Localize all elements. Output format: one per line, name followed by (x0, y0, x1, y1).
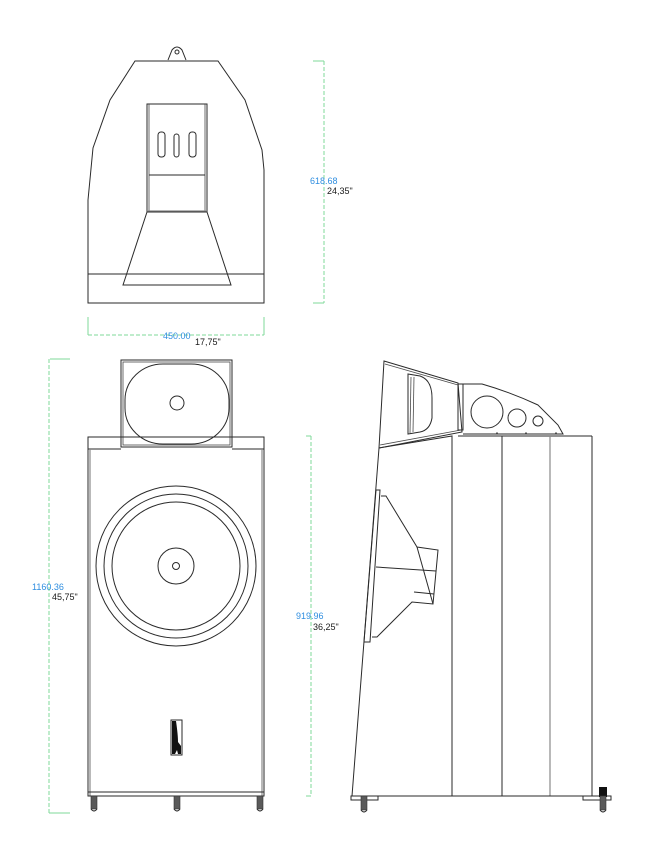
top-depth-mm: 618.68 (310, 176, 338, 186)
side-foot-left (360, 795, 368, 811)
side-horn-mouth (407, 373, 433, 435)
foot-left (90, 795, 98, 810)
slot-2 (173, 133, 180, 158)
side-terminal-block (599, 787, 607, 797)
top-body-outline (87, 60, 265, 304)
horn-box-inner (122, 361, 231, 446)
mounting-lug (167, 46, 187, 61)
side-port-medium (507, 408, 527, 428)
side-horn-flange (457, 383, 464, 431)
side-top-panel (462, 383, 564, 435)
side-woofer-basket (372, 495, 439, 638)
side-horn-mouth-edge-2 (412, 376, 415, 433)
woofer-surround (103, 493, 249, 639)
side-foot-left-tip (360, 809, 368, 813)
horn-box-outer (120, 359, 233, 448)
front-height-dimension: 1160.36 45,75" (32, 358, 78, 814)
tweeter-box (146, 103, 208, 213)
top-width-dimension: 450.00 17,75" (87, 317, 265, 347)
side-foot-right (599, 795, 607, 811)
slot-1 (157, 131, 166, 158)
cabinet-height-dimension: 919.96 36,25" (296, 435, 339, 797)
cabinet-height-mm: 919.96 (296, 611, 324, 621)
side-woofer-magnet-line (413, 591, 435, 595)
side-horn-bottom-inner (379, 429, 462, 446)
side-woofer-magnet-front (416, 546, 434, 605)
woofer-dustcap (157, 547, 195, 585)
top-view (87, 46, 265, 304)
top-depth-dimension: 618.68 24,35" (310, 60, 353, 304)
front-view (87, 359, 265, 812)
mounting-lug-hole (174, 49, 180, 55)
horn-mouth (124, 363, 230, 445)
side-horn-top-inner (384, 363, 459, 386)
foot-right-tip (256, 808, 264, 812)
horn-trapezoid (122, 211, 232, 286)
woofer-center (172, 562, 180, 570)
side-screw-1 (496, 432, 498, 434)
side-horn-mouth-edge-1 (409, 376, 412, 434)
side-baffle (351, 435, 453, 797)
woofer-surround-outer (95, 485, 257, 647)
front-height-inch: 45,75" (52, 592, 78, 602)
bass-port (170, 719, 183, 756)
foot-center-tip (173, 808, 181, 812)
side-foot-plate-right (582, 795, 612, 801)
foot-center (173, 795, 181, 810)
foot-right (256, 795, 264, 810)
foot-left-tip (90, 808, 98, 812)
bass-port-shape (172, 721, 181, 754)
side-woofer-frame (363, 489, 381, 643)
top-width-mm: 450.00 (163, 331, 191, 341)
side-view (350, 360, 612, 813)
cabinet-height-inch: 36,25" (313, 622, 339, 632)
front-height-mm: 1160.36 (32, 582, 64, 592)
horn-throat (169, 395, 185, 411)
side-screw-2 (525, 432, 527, 434)
side-port-large (470, 395, 504, 429)
woofer-cone (111, 501, 241, 631)
side-woofer-axis (375, 566, 437, 572)
top-depth-inch: 24,35" (327, 186, 353, 196)
slot-3 (188, 131, 197, 158)
side-foot-right-tip (599, 809, 607, 813)
side-screw-3 (555, 432, 557, 434)
side-port-small (532, 415, 544, 427)
top-width-inch: 17,75" (195, 337, 221, 347)
side-horn-outline (378, 360, 463, 449)
